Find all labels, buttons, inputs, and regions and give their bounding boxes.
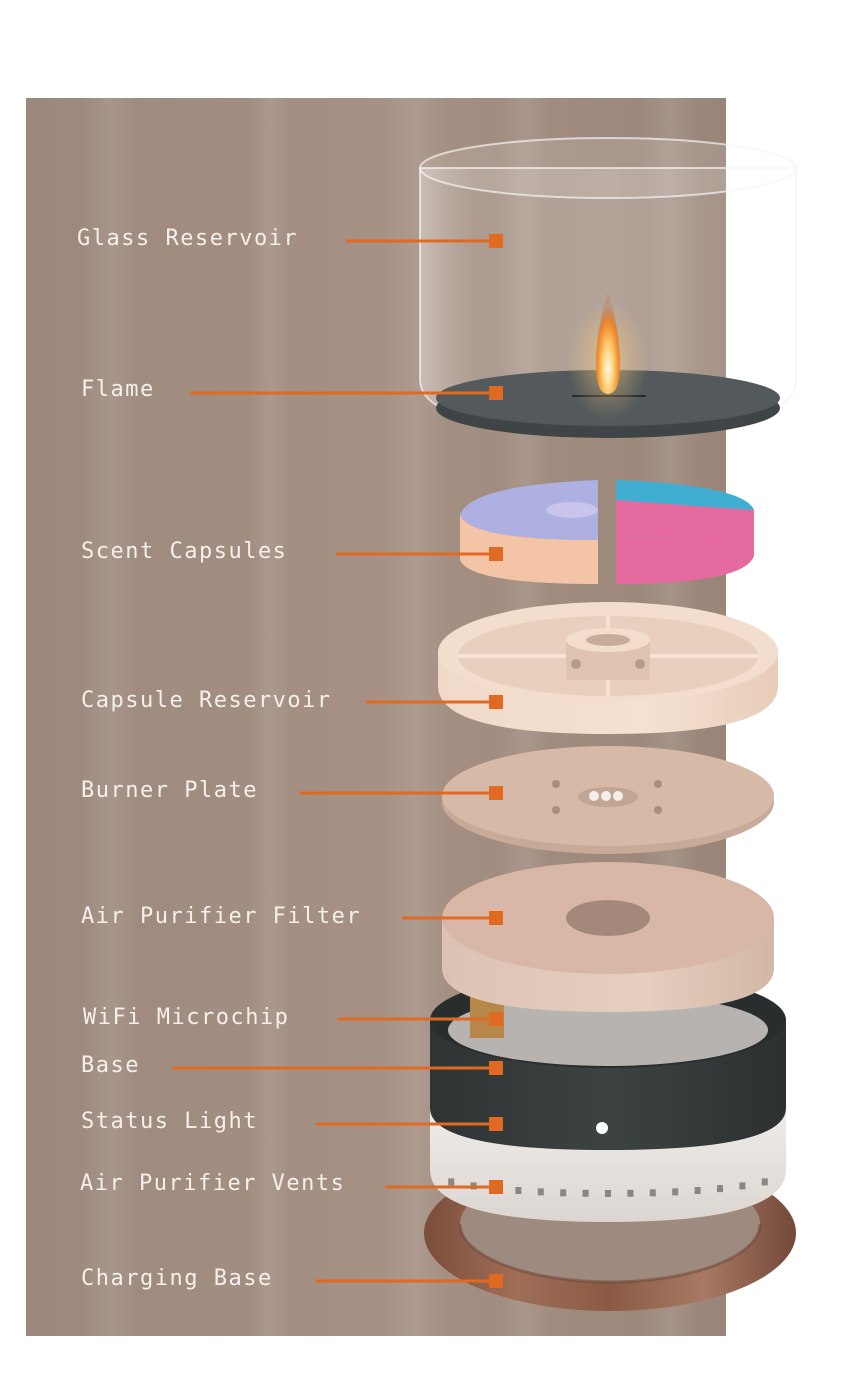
leader-marker-scent-capsules — [489, 547, 503, 561]
vent-slot — [739, 1182, 745, 1189]
label-air-purifier-vents: Air Purifier Vents — [80, 1171, 345, 1196]
vent-slot — [560, 1189, 566, 1196]
vent-slot — [448, 1178, 454, 1185]
vent-slot — [717, 1185, 723, 1192]
leader-marker-base — [489, 1061, 503, 1075]
label-scent-capsules: Scent Capsules — [81, 539, 287, 564]
leader-marker-wifi-microchip — [489, 1012, 503, 1026]
label-air-purifier-filter: Air Purifier Filter — [81, 904, 361, 929]
label-glass-reservoir: Glass Reservoir — [77, 226, 298, 251]
vent-slot — [583, 1190, 589, 1197]
label-wifi-microchip: WiFi Microchip — [83, 1005, 289, 1030]
vent-slot — [695, 1187, 701, 1194]
leader-marker-capsule-reservoir — [489, 695, 503, 709]
vent-slot — [672, 1188, 678, 1195]
vent-slot — [627, 1190, 633, 1197]
vent-slot — [605, 1190, 611, 1197]
label-burner-plate: Burner Plate — [81, 778, 258, 803]
vent-slot — [650, 1189, 656, 1196]
leader-marker-air-purifier-filter — [489, 911, 503, 925]
vent-slot — [515, 1187, 521, 1194]
capsule-reservoir-part — [438, 602, 778, 734]
leader-marker-air-purifier-vents — [489, 1180, 503, 1194]
vent-slot — [762, 1178, 768, 1185]
leader-marker-burner-plate — [489, 786, 503, 800]
label-base: Base — [81, 1053, 140, 1078]
label-charging-base: Charging Base — [81, 1266, 273, 1291]
leader-marker-status-light — [489, 1117, 503, 1131]
leader-marker-charging-base — [489, 1274, 503, 1288]
label-capsule-reservoir: Capsule Reservoir — [81, 688, 332, 713]
leader-marker-glass-reservoir — [489, 234, 503, 248]
filter-part — [442, 862, 774, 1012]
label-flame: Flame — [81, 377, 155, 402]
label-status-light: Status Light — [81, 1109, 258, 1134]
leader-marker-flame — [489, 386, 503, 400]
vent-slot — [538, 1188, 544, 1195]
